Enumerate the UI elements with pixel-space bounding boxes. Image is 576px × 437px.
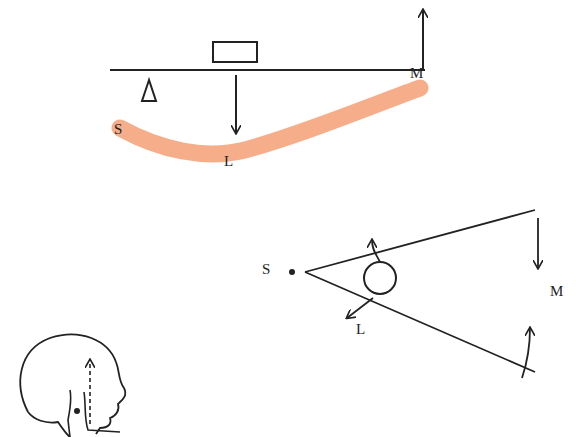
effort-arrow [422,10,424,70]
load-arrow [235,75,237,133]
support-label: S [262,262,270,277]
food-circle [364,262,396,294]
joint-dot [74,408,80,414]
jaw-line [305,272,535,372]
load-arrow [347,298,373,318]
muscle-force-arrow [89,360,91,424]
support-label: S [114,122,122,137]
muscle-label: M [550,284,563,299]
jaw-line [305,210,535,272]
load-box [213,42,257,62]
muscle-arrow [522,328,530,378]
reaction-arrow [372,240,380,262]
pivot-dot [289,269,295,275]
jaw-outline [68,390,120,437]
skull-outline [28,412,70,437]
load-label: L [356,322,365,337]
fulcrum-triangle [142,80,156,101]
highlight-band [120,88,420,154]
load-label: L [224,154,233,169]
muscle-arrow [537,218,539,268]
lever-beam [110,69,425,71]
muscle-label: M [410,66,423,81]
